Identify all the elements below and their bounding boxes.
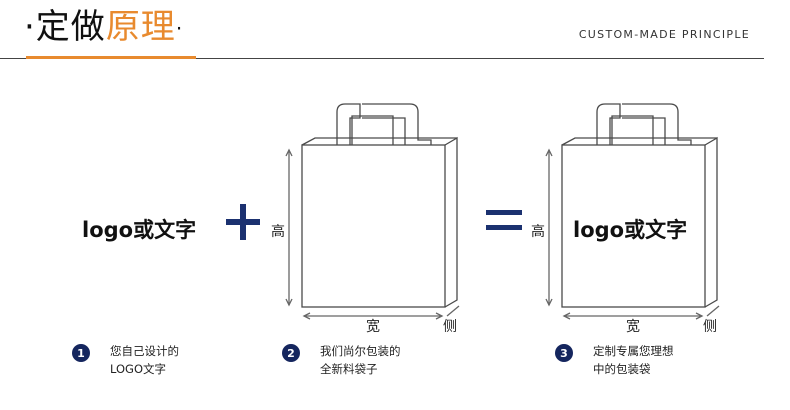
header-divider <box>0 58 764 59</box>
header-accent-bar <box>26 56 196 59</box>
height-label-2: 高 <box>531 224 545 240</box>
title-accent: 原理 <box>105 7 176 47</box>
title-suffix: · <box>175 16 184 41</box>
step-line-2: 全新料袋子 <box>320 362 378 376</box>
side-label: 侧 <box>443 319 457 335</box>
step-text: 我们尚尔包装的 全新料袋子 <box>320 342 401 378</box>
page-title: ·定做原理· <box>24 4 183 52</box>
step-1: 1 您自己设计的 LOGO文字 <box>72 342 179 378</box>
width-label: 宽 <box>366 319 380 335</box>
side-label-2: 侧 <box>703 319 717 335</box>
width-label-2: 宽 <box>626 319 640 335</box>
step-line-1: 您自己设计的 <box>110 344 179 358</box>
step-number-badge: 3 <box>555 344 573 362</box>
step-text: 您自己设计的 LOGO文字 <box>110 342 179 378</box>
header: ·定做原理· CUSTOM-MADE PRINCIPLE <box>0 0 790 62</box>
step-3: 3 定制专属您理想 中的包装袋 <box>555 342 674 378</box>
step-number-badge: 2 <box>282 344 300 362</box>
step-line-2: LOGO文字 <box>110 362 167 376</box>
step-line-1: 我们尚尔包装的 <box>320 344 401 358</box>
step-line-1: 定制专属您理想 <box>593 344 674 358</box>
logo-text-input-label: logo或文字 <box>82 218 197 242</box>
height-label: 高 <box>271 224 285 240</box>
step-number-badge: 1 <box>72 344 90 362</box>
page-subtitle: CUSTOM-MADE PRINCIPLE <box>578 28 750 41</box>
title-prefix: ·定做 <box>24 7 106 47</box>
step-text: 定制专属您理想 中的包装袋 <box>593 342 674 378</box>
step-2: 2 我们尚尔包装的 全新料袋子 <box>282 342 401 378</box>
bag-printed-logo-text: logo或文字 <box>573 218 688 242</box>
step-line-2: 中的包装袋 <box>593 362 651 376</box>
